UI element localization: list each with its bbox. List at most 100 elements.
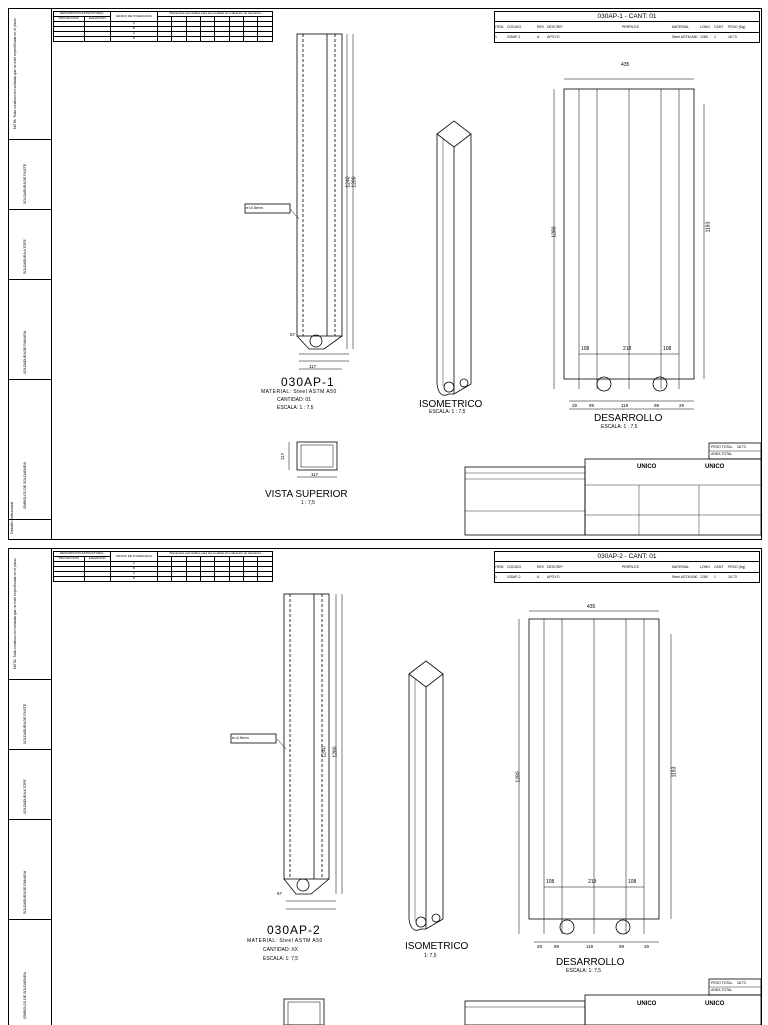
quantity-label: CANTIDAD: 01 xyxy=(277,397,311,403)
dim-bottom: 99 xyxy=(554,944,560,949)
dim-height: 1240 xyxy=(321,746,328,758)
dim-height: 1280 xyxy=(332,746,339,758)
company-logo: UNICO xyxy=(637,1001,657,1007)
dim-dev-width: 435 xyxy=(621,62,630,68)
cell: 1280 xyxy=(700,575,708,579)
cell: 1 xyxy=(495,35,497,39)
thickness-callout: e=4.5mm xyxy=(246,205,263,210)
dim-bottom: 29 xyxy=(537,944,543,949)
dim-seg: 218 xyxy=(623,346,632,352)
dim-bottom: 29 xyxy=(679,403,685,408)
column-front-view xyxy=(283,593,330,880)
sheet-title: 030AP-2 - CANT: 01 xyxy=(495,552,759,562)
col-head: PERFILES xyxy=(622,565,639,569)
sidebar-block: NOTA: Toda construcción soldada que no e… xyxy=(9,9,51,140)
parts-table: 030AP-1 - CANT: 01 ITEM CODIGO REV DESCR… xyxy=(494,11,760,43)
col-head: PERFILES xyxy=(622,25,639,29)
sidebar-block: NOTA: Toda construcción soldada que no e… xyxy=(9,549,51,680)
peso-total-value: 18.73 xyxy=(737,445,746,449)
sidebar-block: SOLDADURA A TOPE xyxy=(9,209,51,280)
development-scale: ESCALA: 1: 7,5 xyxy=(566,968,602,974)
cell: 1 xyxy=(495,575,497,579)
col-head: DESCRIP. xyxy=(547,565,564,569)
col-head: ITEM xyxy=(495,25,504,29)
parts-table: 030AP-2 - CANT: 01 ITEM CODIGO REV DESCR… xyxy=(494,551,760,583)
drawing-canvas xyxy=(230,593,761,1025)
dim-width: 67 xyxy=(290,332,296,337)
dim-dev-height: 1193 xyxy=(705,221,712,233)
part-label: 030AP-1 xyxy=(281,375,335,389)
company-logo: UNICO xyxy=(637,464,657,470)
dim-width: 117 xyxy=(309,364,317,369)
col-head: CANT xyxy=(714,565,724,569)
cell: A xyxy=(537,575,540,579)
sidebar-block: SÍMBOLOS DE SOLDADURA xyxy=(9,379,51,520)
col-head: MATERIAL xyxy=(672,565,690,569)
iso-scale: ESCALA: 1 : 7,5 xyxy=(429,409,466,415)
iso-label: ISOMETRICO xyxy=(419,399,483,410)
drawing-sheet-1: NOTA: Toda construcción soldada que no e… xyxy=(8,8,762,540)
dim-top-width: 117 xyxy=(311,472,319,477)
cell: APOYO xyxy=(547,35,560,39)
weld-legend-sidebar: NOTA: Toda construcción soldada que no e… xyxy=(9,9,52,539)
col-head: REV xyxy=(537,565,545,569)
top-view-scale: 1 : 7,5 xyxy=(301,500,315,506)
material-label: MATERIAL: Steel ASTM A50 xyxy=(247,938,323,944)
col-head: PESO (Kg) xyxy=(728,25,746,29)
sidebar-block: SOLDADURA DE RANURA xyxy=(9,819,51,920)
cell: 1 xyxy=(714,35,716,39)
dim-seg: 108 xyxy=(581,346,590,352)
col-head: CODIGO xyxy=(507,565,522,569)
sidebar-block: SOLDADURA DE FILETE xyxy=(9,679,51,750)
part-label: 030AP-2 xyxy=(267,923,321,937)
scale-label: ESCALA: 1: 7,5 xyxy=(263,956,299,962)
iso-top xyxy=(408,660,444,688)
company-logo: UNICO xyxy=(705,464,725,470)
dim-bottom: 99 xyxy=(654,403,660,408)
col-head: ITEM xyxy=(495,565,504,569)
iso-top xyxy=(436,120,472,148)
dim-dev-height: 1280 xyxy=(551,226,558,238)
sheet-title: 030AP-1 - CANT: 01 xyxy=(495,12,759,22)
dim-bottom: 99 xyxy=(589,403,595,408)
cell: APOYO xyxy=(547,575,560,579)
cell: 18.73 xyxy=(728,575,737,579)
weld-legend-sidebar: NOTA: Toda construcción soldada que no e… xyxy=(9,549,52,1025)
dim-top-height: 117 xyxy=(280,452,286,461)
dim-seg: 108 xyxy=(628,879,637,885)
dim-dev-width: 435 xyxy=(587,604,596,610)
development-label: DESARROLLO xyxy=(594,413,663,424)
dim-width: 67 xyxy=(277,891,283,896)
scale-label: ESCALA: 1 : 7,5 xyxy=(277,405,314,411)
cell: 030AP-1 xyxy=(507,35,521,39)
cell: 1 xyxy=(714,575,716,579)
col-head: LONG xyxy=(700,25,710,29)
dim-dev-height: 1280 xyxy=(515,771,522,783)
dim-bottom: 119 xyxy=(621,403,629,408)
dim-dev-height: 1193 xyxy=(671,766,678,778)
dim-bottom: 99 xyxy=(619,944,625,949)
cell: 1280 xyxy=(700,35,708,39)
iso-scale: 1: 7,5 xyxy=(424,953,437,959)
col-head: LONG xyxy=(700,565,710,569)
dim-bottom: 119 xyxy=(586,944,594,949)
cell: 18.73 xyxy=(728,35,737,39)
col-head: CANT xyxy=(714,25,724,29)
cell: Steel ASTM A50 xyxy=(672,575,698,579)
top-view xyxy=(283,998,325,1025)
peso-total-label: PESO TOTAL xyxy=(711,445,733,449)
col-head: DESCRIP. xyxy=(547,25,564,29)
dim-seg: 108 xyxy=(546,879,555,885)
top-view-label: VISTA SUPERIOR xyxy=(265,489,348,500)
quantity-label: CANTIDAD: XX xyxy=(263,947,299,953)
peso-total-label: PESO TOTAL xyxy=(711,981,733,985)
col-head: MATERIAL xyxy=(672,25,690,29)
dim-bottom: 29 xyxy=(572,403,578,408)
development-scale: ESCALA: 1 : 7,5 xyxy=(601,424,638,430)
col-head: CODIGO xyxy=(507,25,522,29)
area-total-label: AREA TOTAL xyxy=(711,988,733,992)
company-logo: UNICO xyxy=(705,1001,725,1007)
col-head: PESO (Kg) xyxy=(728,565,746,569)
cell: 030AP-2 xyxy=(507,575,521,579)
cell: Steel ASTM A50 xyxy=(672,35,698,39)
